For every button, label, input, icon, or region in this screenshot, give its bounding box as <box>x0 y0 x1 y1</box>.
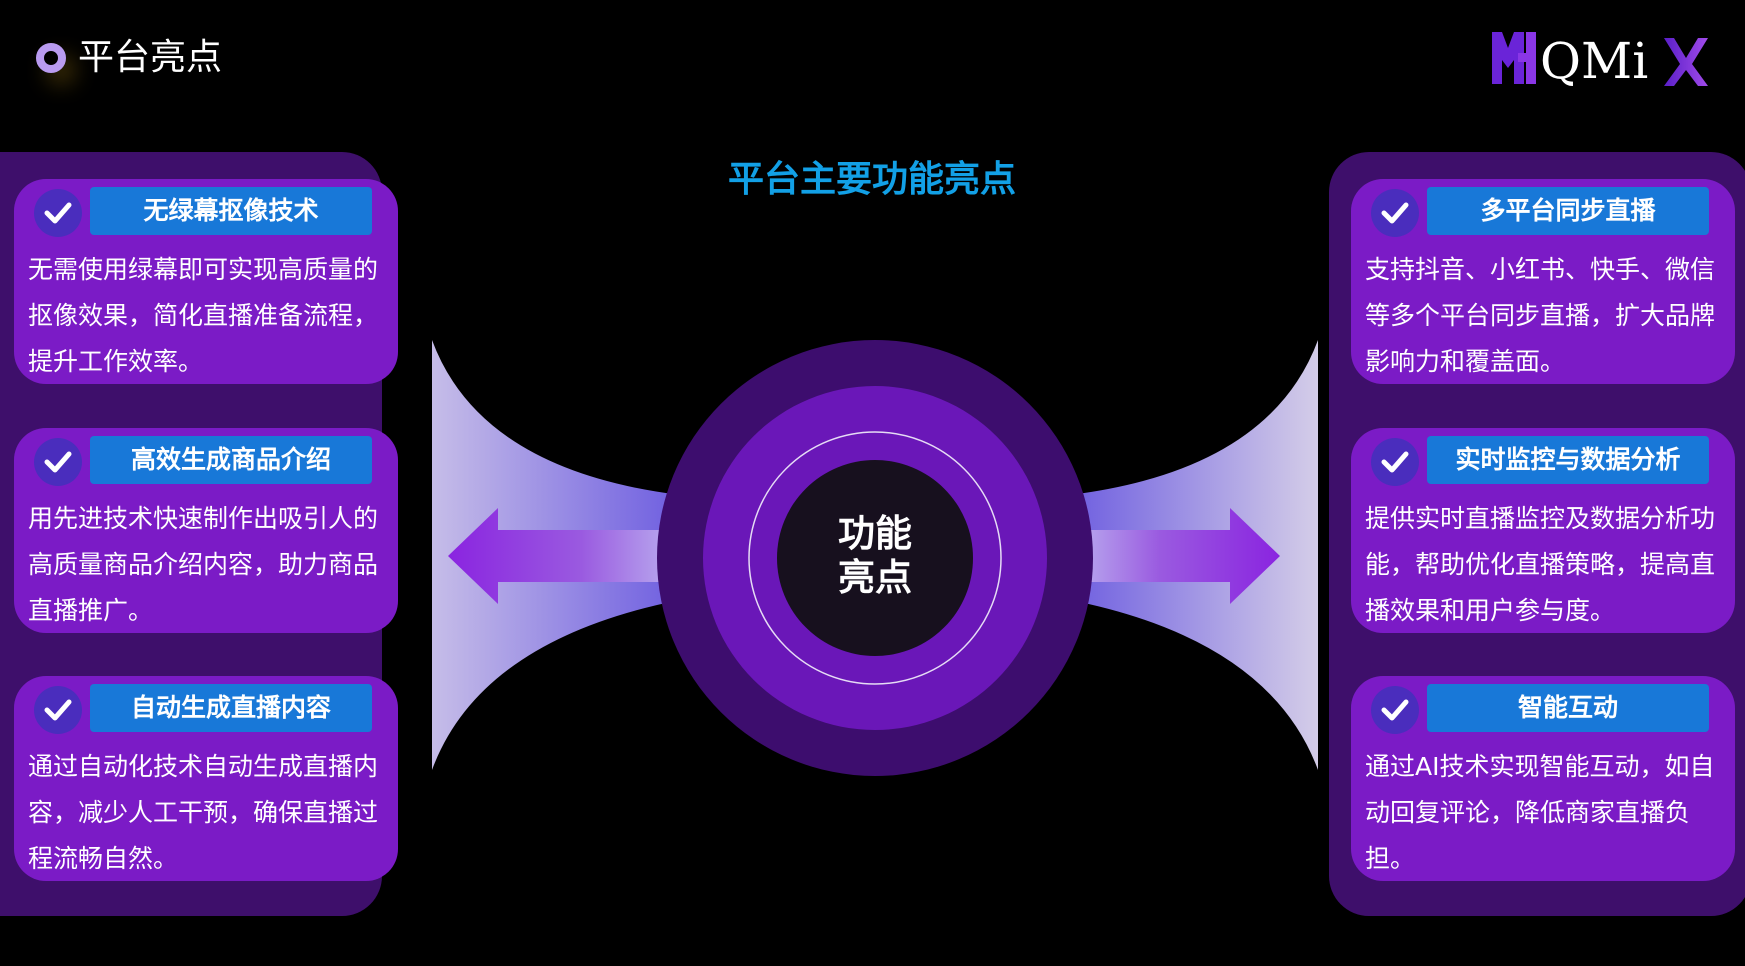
feature-card-title: 多平台同步直播 <box>1427 187 1709 235</box>
feature-card-multi-platform: 多平台同步直播 支持抖音、小红书、快手、微信等多个平台同步直播，扩大品牌影响力和… <box>1351 179 1735 384</box>
feature-card-description: 无需使用绿幕即可实现高质量的抠像效果，简化直播准备流程，提升工作效率。 <box>28 255 379 376</box>
right-arrow-icon <box>1080 508 1280 604</box>
check-icon <box>1371 686 1419 734</box>
feature-card-title: 实时监控与数据分析 <box>1427 436 1709 484</box>
feature-card-title: 自动生成直播内容 <box>90 684 372 732</box>
page-title: 平台亮点 <box>78 37 223 78</box>
hub-label-line1: 功能 <box>838 512 912 555</box>
main-title: 平台主要功能亮点 <box>727 159 1016 200</box>
hub-label-line2: 亮点 <box>838 556 912 599</box>
check-icon <box>34 189 82 237</box>
feature-card-title: 无绿幕抠像技术 <box>90 187 372 235</box>
feature-card-description: 通过AI技术实现智能互动，如自动回复评论，降低商家直播负担。 <box>1365 752 1715 873</box>
feature-card-title: 智能互动 <box>1427 684 1709 732</box>
feature-card-description: 支持抖音、小红书、快手、微信等多个平台同步直播，扩大品牌影响力和覆盖面。 <box>1365 255 1716 376</box>
svg-text:QMi: QMi <box>1540 32 1648 90</box>
feature-card-no-green-screen: 无绿幕抠像技术 无需使用绿幕即可实现高质量的抠像效果，简化直播准备流程，提升工作… <box>14 179 398 384</box>
left-arrow-icon <box>448 508 670 604</box>
feature-card-smart-interaction: 智能互动 通过AI技术实现智能互动，如自动回复评论，降低商家直播负担。 <box>1351 676 1735 881</box>
hub-label: 功能 亮点 <box>775 512 975 600</box>
header-bullet-icon <box>36 43 66 73</box>
feature-card-description: 提供实时直播监控及数据分析功能，帮助优化直播策略，提高直播效果和用户参与度。 <box>1365 504 1716 625</box>
feature-card-title: 高效生成商品介绍 <box>90 436 372 484</box>
brand-logo: QMi <box>1492 32 1708 90</box>
feature-card-description: 通过自动化技术自动生成直播内容，减少人工干预，确保直播过程流畅自然。 <box>28 752 379 873</box>
inner-core <box>777 460 973 656</box>
check-icon <box>34 438 82 486</box>
feature-card-auto-content: 自动生成直播内容 通过自动化技术自动生成直播内容，减少人工干预，确保直播过程流畅… <box>14 676 398 881</box>
feature-card-product-intro: 高效生成商品介绍 用先进技术快速制作出吸引人的高质量商品介绍内容，助力商品直播推… <box>14 428 398 633</box>
thin-ring <box>748 431 1002 685</box>
check-icon <box>1371 438 1419 486</box>
check-icon <box>34 686 82 734</box>
check-icon <box>1371 189 1419 237</box>
feature-card-monitoring: 实时监控与数据分析 提供实时直播监控及数据分析功能，帮助优化直播策略，提高直播效… <box>1351 428 1735 633</box>
feature-card-description: 用先进技术快速制作出吸引人的高质量商品介绍内容，助力商品直播推广。 <box>28 504 379 625</box>
